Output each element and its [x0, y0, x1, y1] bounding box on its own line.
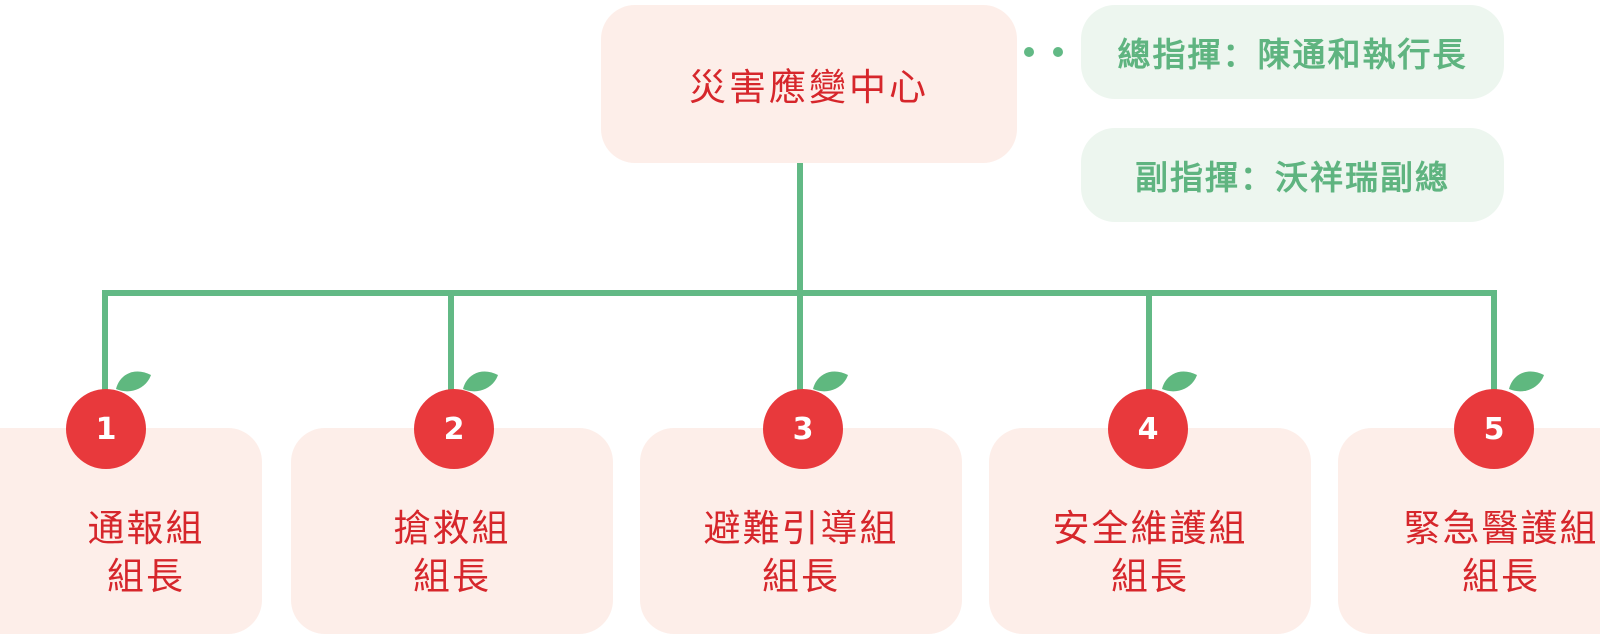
deputy-commander-pill: 副指揮：沃祥瑞副總 [1081, 128, 1504, 222]
connector-dot [1024, 47, 1034, 57]
leaf-icon [1509, 371, 1544, 392]
group-role: 組長 [762, 555, 840, 598]
group-name: 安全維護組 [1052, 507, 1248, 550]
group-box-1: 通報組 組長 [0, 428, 262, 634]
group-role: 組長 [1462, 555, 1540, 598]
leaf-icon [116, 371, 151, 392]
group-role: 組長 [413, 555, 491, 598]
leaf-icon [463, 371, 498, 392]
group-number: 1 [95, 411, 117, 447]
group-role: 組長 [1111, 555, 1189, 598]
group-number-badge-3: 3 [763, 389, 843, 469]
group-name: 避難引導組 [703, 507, 899, 550]
group-number: 2 [443, 411, 465, 447]
leaf-icon [813, 371, 848, 392]
group-name: 緊急醫護組 [1403, 507, 1599, 550]
response-center-box: 災害應變中心 [601, 5, 1017, 163]
group-number-badge-2: 2 [414, 389, 494, 469]
group-number-badge-1: 1 [66, 389, 146, 469]
commander-label: 總指揮：陳通和執行長 [1117, 35, 1468, 74]
group-name: 通報組 [87, 507, 205, 550]
deputy-commander-label: 副指揮：沃祥瑞副總 [1135, 158, 1450, 197]
group-box-5: 緊急醫護組 組長 [1338, 428, 1600, 634]
connector-dot [1053, 47, 1063, 57]
group-number: 3 [792, 411, 814, 447]
group-box-4: 安全維護組 組長 [989, 428, 1311, 634]
response-center-title: 災害應變中心 [689, 66, 929, 109]
group-name: 搶救組 [393, 507, 511, 550]
group-number: 4 [1137, 411, 1159, 447]
group-number-badge-5: 5 [1454, 389, 1534, 469]
group-number-badge-4: 4 [1108, 389, 1188, 469]
group-role: 組長 [107, 555, 185, 598]
leaf-icon [1162, 371, 1197, 392]
commander-pill: 總指揮：陳通和執行長 [1081, 5, 1504, 99]
group-number: 5 [1483, 411, 1505, 447]
